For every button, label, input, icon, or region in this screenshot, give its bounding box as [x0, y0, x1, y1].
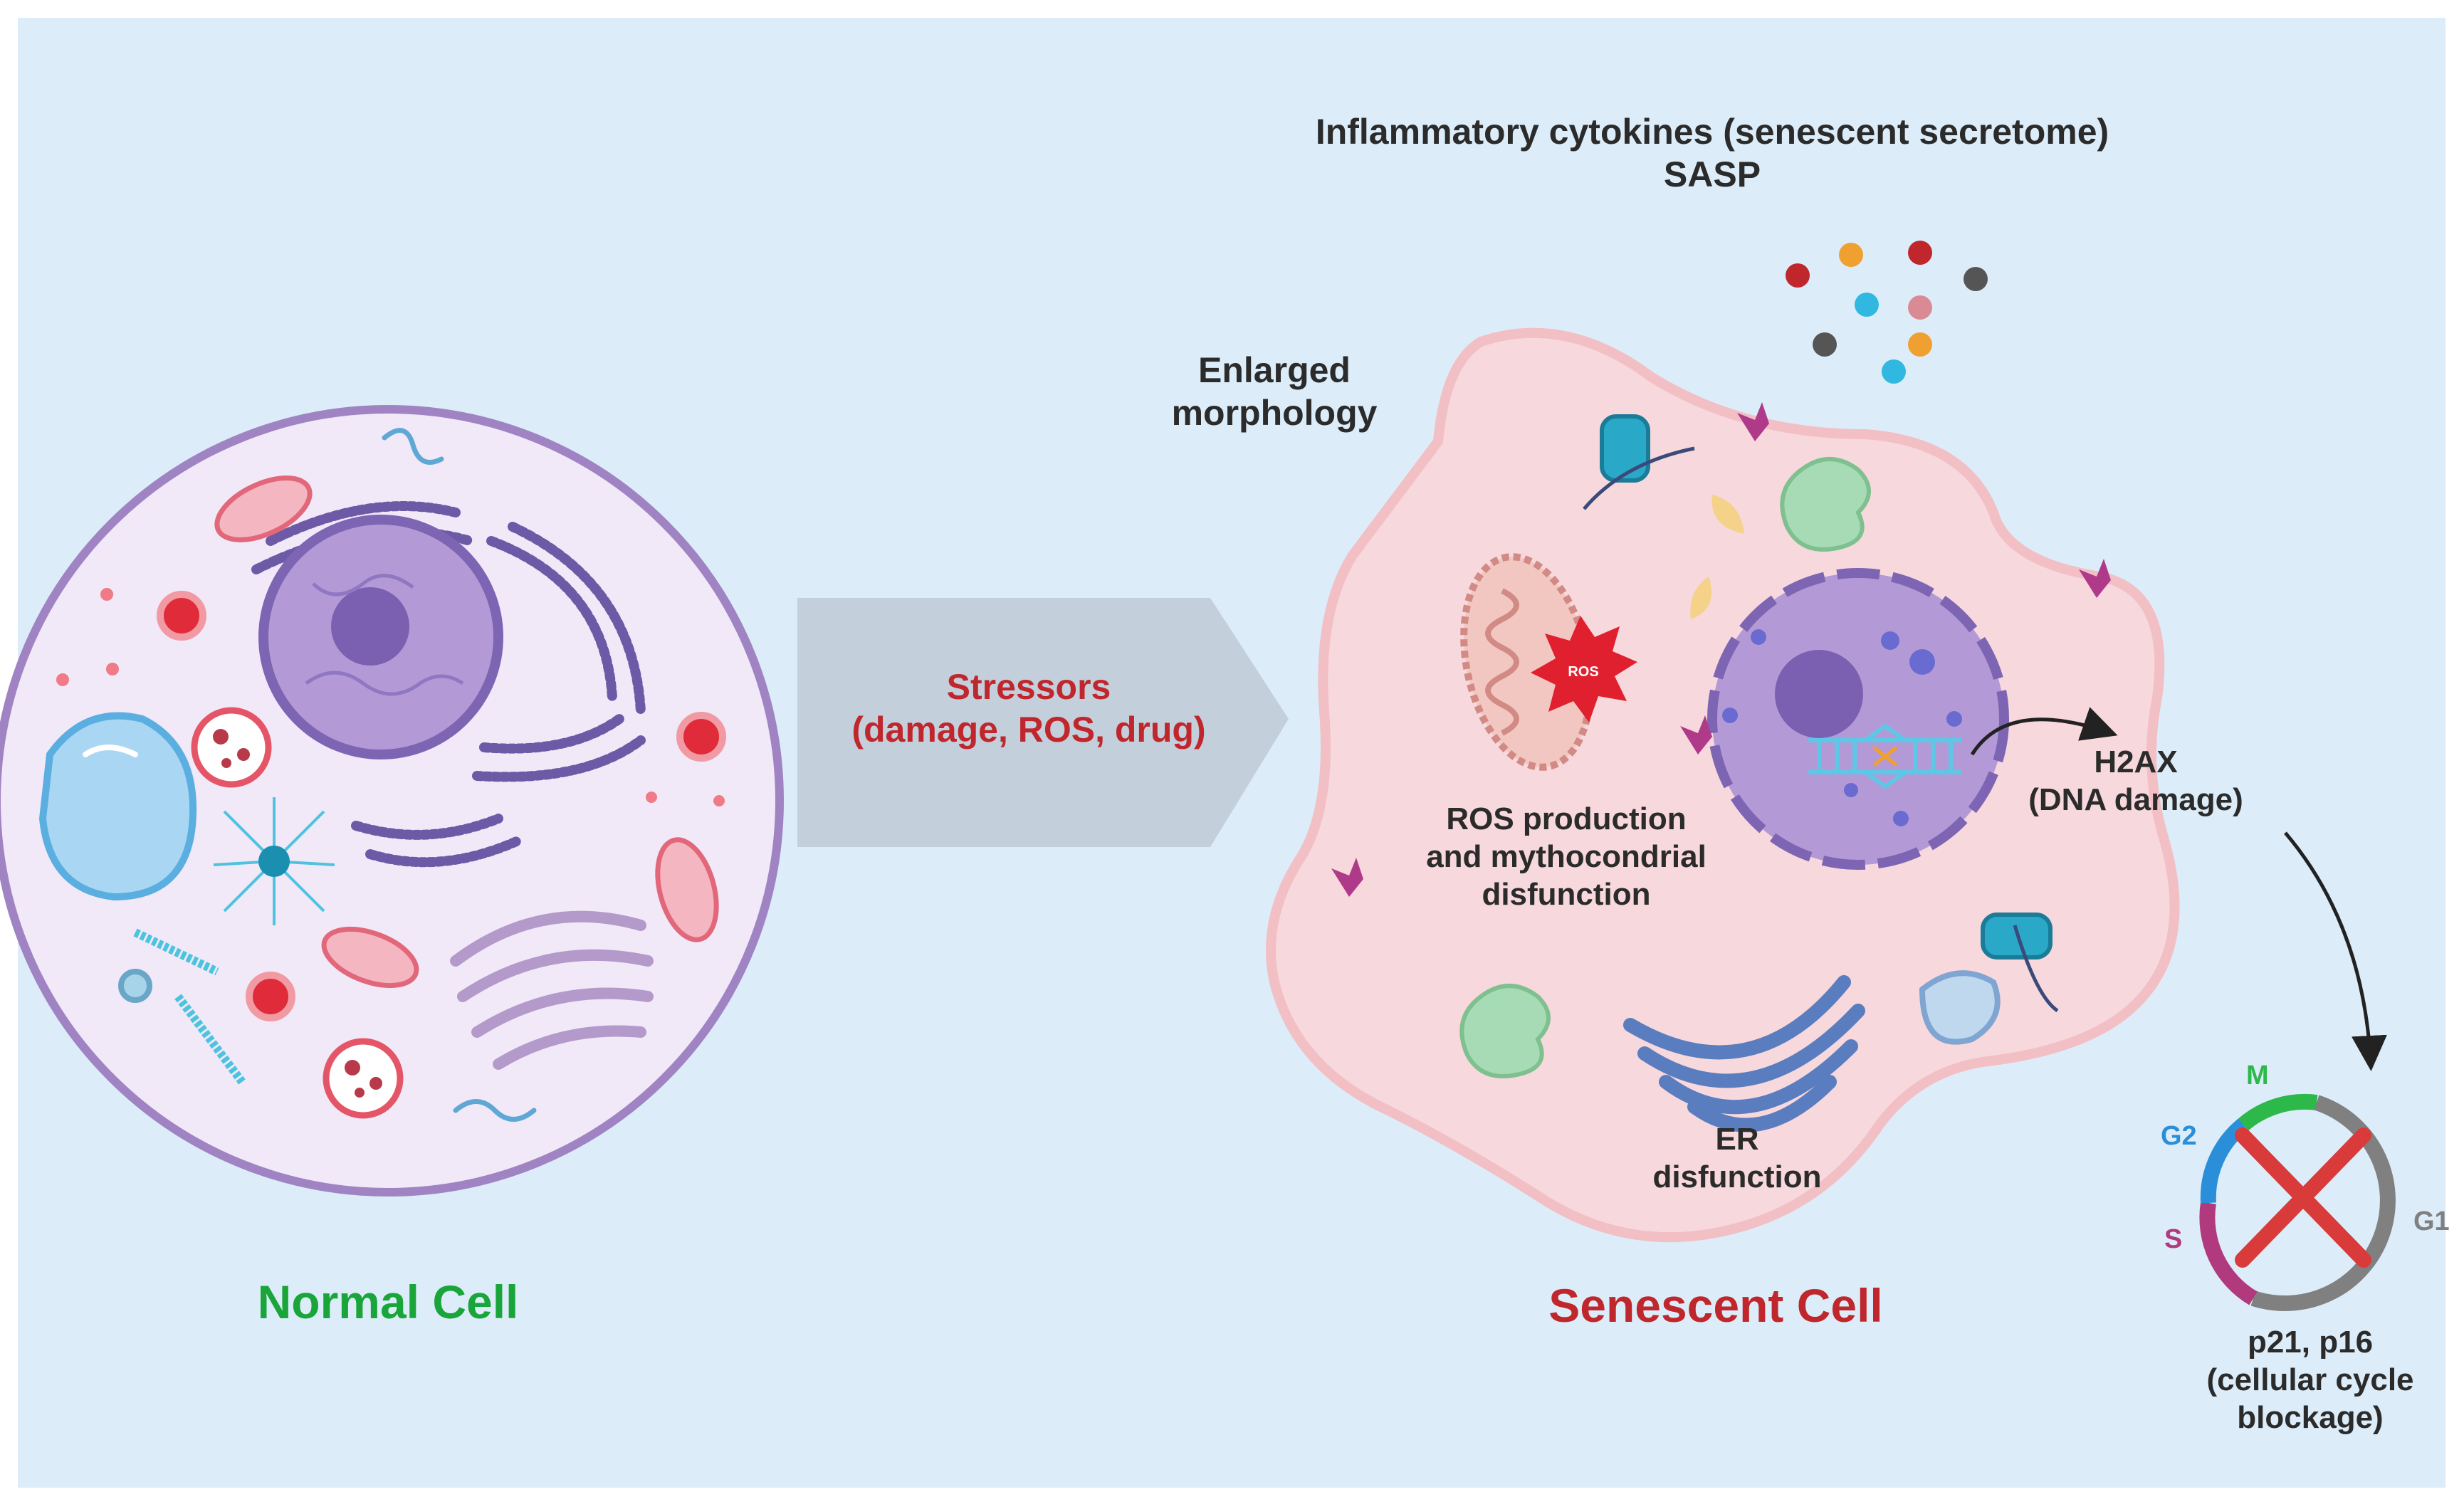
h2ax-to-cycle-arrow	[2284, 831, 2387, 1071]
cytokine-marker-icon	[1331, 402, 2111, 897]
morphology-label: Enlarged morphology	[1125, 349, 1424, 434]
senescent-cell: ROS	[1266, 327, 2180, 1243]
phase-s-label: S	[2164, 1224, 2183, 1254]
morphology-line-2: morphology	[1171, 393, 1378, 433]
ribosome-icon	[118, 969, 152, 1003]
p21-line-2: (cellular cycle	[2206, 1362, 2414, 1397]
vacuole-icon	[38, 712, 197, 901]
phase-m-label: M	[2246, 1061, 2269, 1090]
sasp-cytokines-icon	[1786, 241, 1988, 384]
h2ax-line-2: (DNA damage)	[2028, 782, 2243, 817]
phase-g2-arc	[2200, 1118, 2249, 1204]
rough-er-icon	[251, 501, 646, 868]
senescent-cell-title: Senescent Cell	[1467, 1278, 1965, 1334]
normal-cell	[0, 405, 784, 1197]
senescent-cell-title-text: Senescent Cell	[1548, 1279, 1883, 1332]
er-line-1: ER	[1715, 1122, 1759, 1157]
senescent-nucleus-icon	[1707, 568, 2009, 870]
morphology-line-1: Enlarged	[1198, 350, 1351, 390]
filament-icon	[382, 428, 537, 1122]
ros-line-1: ROS production	[1446, 801, 1687, 836]
secretome-line-1: Inflammatory cytokines (senescent secret…	[1315, 112, 2109, 152]
ros-line-3: disfunction	[1482, 876, 1651, 912]
h2ax-label: H2AX (DNA damage)	[2008, 744, 2264, 819]
nucleosome-icon	[1583, 414, 2059, 1013]
ros-burst-icon	[1531, 616, 1637, 722]
p21-line-3: blockage)	[2237, 1399, 2384, 1435]
dna-damage-icon	[1808, 723, 1961, 789]
microtubule-icon	[133, 928, 246, 1085]
phase-g1-arc	[2250, 1095, 2396, 1311]
centrosome-icon	[213, 797, 335, 925]
phase-g1-label: G1	[2413, 1206, 2450, 1236]
p21-label: p21, p16 (cellular cycle blockage)	[2189, 1324, 2431, 1436]
lysosome-icon	[1919, 970, 2001, 1045]
ros-label: ROS production and mythocondrial disfunc…	[1367, 801, 1766, 913]
er-line-2: disfunction	[1652, 1159, 1822, 1194]
golgi-icon	[450, 910, 654, 1070]
normal-cell-title: Normal Cell	[174, 1274, 602, 1330]
normal-nucleus-icon	[258, 515, 503, 759]
phase-s-arc	[2199, 1202, 2258, 1305]
phase-g2-label: G2	[2161, 1121, 2197, 1151]
ros-line-2: and mythocondrial	[1426, 838, 1707, 874]
stressors-line-1: Stressors	[946, 667, 1111, 707]
secretome-label: Inflammatory cytokines (senescent secret…	[1267, 110, 2157, 196]
ros-badge: ROS	[1568, 664, 1598, 680]
h2ax-line-1: H2AX	[2094, 745, 2178, 779]
er-icon	[1623, 975, 1865, 1132]
stressors-line-2: (damage, ROS, drug)	[851, 710, 1206, 750]
phase-m-arc	[2238, 1093, 2318, 1131]
er-label: ER disfunction	[1595, 1121, 1880, 1197]
ribosome-cluster-icon	[1459, 457, 1871, 1078]
vesicle-icon	[157, 591, 726, 1021]
dna-to-h2ax-arrow	[1970, 707, 2118, 756]
secretome-line-2: SASP	[1663, 154, 1761, 194]
p21-line-1: p21, p16	[2247, 1325, 2374, 1360]
vesicle-icon	[1690, 495, 1744, 619]
cell-cycle-ring	[2199, 1093, 2396, 1311]
stressors-label: Stressors (damage, ROS, drug)	[804, 666, 1253, 751]
small-vesicle-icon	[56, 588, 725, 806]
stressor-arrow	[797, 598, 1289, 847]
cycle-blocked-icon	[2235, 1127, 2371, 1268]
mitochondria-icon	[214, 475, 719, 989]
lysosome-icon	[191, 707, 404, 1119]
normal-cell-title-text: Normal Cell	[257, 1276, 519, 1328]
